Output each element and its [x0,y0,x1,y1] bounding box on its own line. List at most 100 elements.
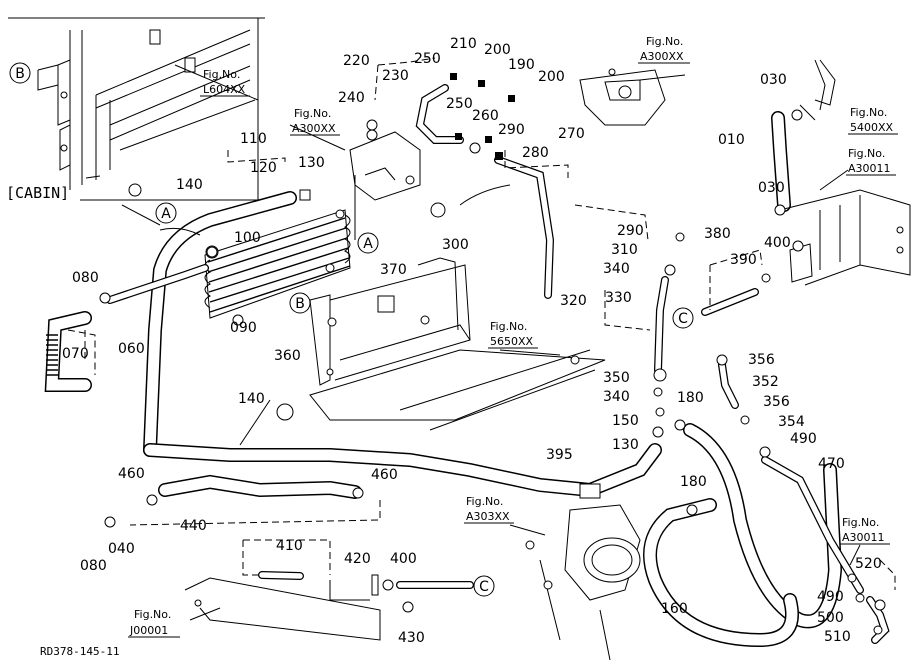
part-number: 040 [108,541,135,557]
part-number: 420 [344,551,371,567]
part-number: 350 [603,370,630,386]
part-number: 280 [522,145,549,161]
part-number: 090 [230,320,257,336]
pump-housing [525,504,641,661]
part-number: 400 [390,551,417,567]
part-number: 110 [240,131,267,147]
part-number: 130 [298,155,325,171]
connection-ref-a: A [363,236,373,252]
right-frame [779,189,911,286]
part-number: 290 [498,122,525,138]
part-number: 440 [180,518,207,534]
grouping-lines [67,57,896,590]
part-number: 310 [611,242,638,258]
leader-lines [121,74,861,621]
connection-ref-a: A [161,206,171,222]
part-number: 356 [763,394,790,410]
part-number: 180 [677,390,704,406]
part-number: 080 [80,558,107,574]
part-number: 500 [817,610,844,626]
part-number: 240 [338,90,365,106]
part-number: 356 [748,352,775,368]
part-number: 060 [118,341,145,357]
figure-ref-label: Fig.No. [850,106,887,119]
cabin-label: [CABIN] [6,184,69,202]
connection-ref-c: C [678,311,688,327]
part-number: 270 [558,126,585,142]
figure-ref-label: Fig.No. [134,608,171,621]
figure-ref-label: Fig.No. [294,107,331,120]
part-number: 460 [118,466,145,482]
part-number: 030 [758,180,785,196]
part-number: 490 [817,589,844,605]
figure-references: Fig.No. L604XX Fig.No. A300XX Fig.No. A3… [128,35,898,638]
part-number: 300 [442,237,469,253]
part-number: 140 [238,391,265,407]
part-number: 470 [818,456,845,472]
part-number: 140 [176,177,203,193]
figure-ref-label: Fig.No. [466,495,503,508]
figure-ref-code: A300XX [292,122,336,135]
part-number: 390 [730,252,757,268]
coil-spring [46,334,58,376]
figure-ref-code: L604XX [203,83,246,96]
part-number: 250 [414,51,441,67]
figure-ref-label: Fig.No. [848,147,885,160]
connection-ref-c: C [479,579,489,595]
part-number: 080 [72,270,99,286]
part-number: 200 [484,42,511,58]
part-number: 180 [680,474,707,490]
part-number: 160 [661,601,688,617]
figure-ref-code: J00001 [129,624,168,637]
part-number: 370 [380,262,407,278]
part-number: 380 [704,226,731,242]
connection-ref-b: B [295,296,305,312]
part-number: 520 [855,556,882,572]
part-number: 395 [546,447,573,463]
fittings [99,59,886,635]
figure-ref-code: 5650XX [490,335,534,348]
part-number: 120 [250,160,277,176]
connection-markers: A A B B C C [9,62,694,597]
part-number: 250 [446,96,473,112]
part-number: 340 [603,389,630,405]
part-number: 320 [560,293,587,309]
part-number-labels: 010 030 030 040 060 070 080 080 090 100 … [62,36,882,646]
figure-ref-code: A303XX [466,510,510,523]
oil-cooler [204,209,351,326]
figure-ref-label: Fig.No. [842,516,879,529]
part-number: 210 [450,36,477,52]
hoses [44,84,890,648]
part-number: 360 [274,348,301,364]
figure-ref-label: Fig.No. [646,35,683,48]
part-number: 510 [824,629,851,645]
part-number: 260 [472,108,499,124]
mounting-bracket [309,257,606,431]
part-number: 030 [760,72,787,88]
part-number: 340 [603,261,630,277]
part-number: 230 [382,68,409,84]
part-number: 070 [62,346,89,362]
part-number: 130 [612,437,639,453]
part-number: 100 [234,230,261,246]
part-number: 460 [371,467,398,483]
figure-ref-label: Fig.No. [203,68,240,81]
cabin-frame [8,17,265,201]
drawing-code: RD378-145-11 [40,645,119,658]
bottom-bracket [184,577,381,641]
part-number: 490 [790,431,817,447]
figure-ref-code: A300XX [640,50,684,63]
part-number: 430 [398,630,425,646]
connection-ref-b: B [15,66,25,82]
part-number: 150 [612,413,639,429]
part-number: 290 [617,223,644,239]
figure-ref-label: Fig.No. [490,320,527,333]
part-number: 200 [538,69,565,85]
part-number: 190 [508,57,535,73]
part-number: 410 [276,538,303,554]
figure-ref-code: A30011 [848,162,891,175]
part-number: 352 [752,374,779,390]
figure-ref-code: A30011 [842,531,885,544]
part-number: 330 [605,290,632,306]
